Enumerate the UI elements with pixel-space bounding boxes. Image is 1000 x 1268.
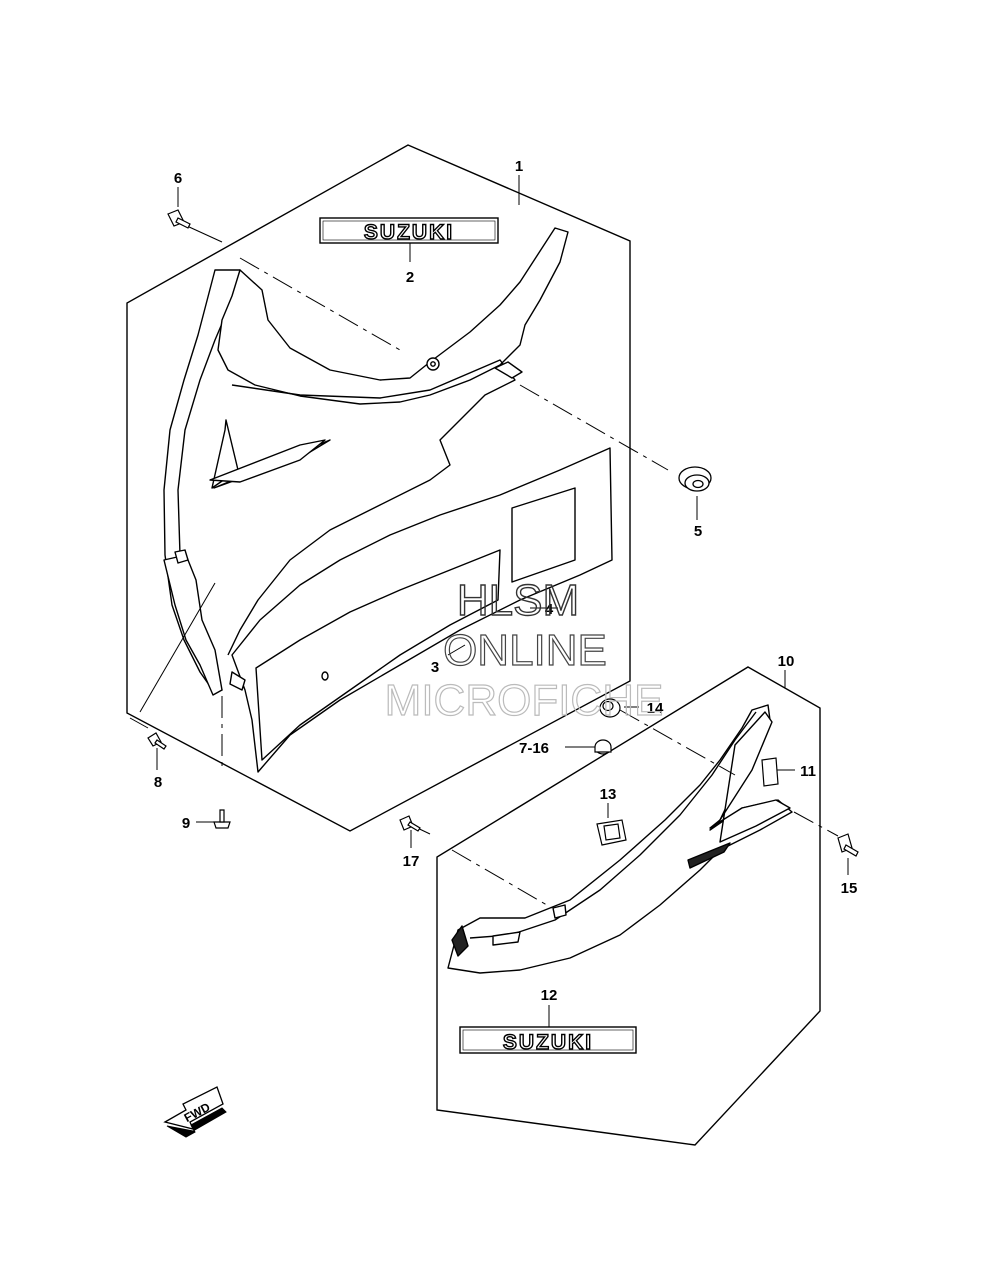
callout-11: 11: [800, 763, 816, 780]
emblem-lower-text: SUZUKI: [503, 1031, 593, 1054]
screw-icon-2: [399, 815, 421, 832]
callout-13: 13: [600, 786, 617, 803]
assembly-frame-lower: [436, 666, 821, 1146]
callout-5: 5: [694, 523, 702, 540]
emblem-lower: SUZUKI: [459, 1026, 637, 1055]
nut-icon: [599, 698, 621, 718]
emblem-upper: SUZUKI: [319, 217, 499, 245]
callout-14: 14: [647, 700, 664, 717]
bolt-icon: [167, 209, 191, 229]
lower-fairing: [447, 704, 793, 974]
watermark-line-1: HLSM: [457, 576, 579, 625]
emblem-upper-text: SUZUKI: [364, 221, 454, 244]
callout-3: 3: [431, 659, 439, 676]
callout-17: 17: [403, 853, 420, 870]
callout-12: 12: [541, 987, 558, 1004]
callout-10: 10: [778, 653, 795, 670]
callout-2: 2: [406, 269, 414, 286]
watermark: HLSM ONLINE MICROFICHE: [384, 575, 664, 725]
callout-7-16: 7-16: [519, 740, 549, 757]
rubber-cushion-icon: [594, 739, 612, 755]
callout-1: 1: [515, 158, 523, 175]
callout-6: 6: [174, 170, 182, 187]
screw-icon: [147, 732, 167, 750]
bolt-icon-2: [837, 833, 859, 857]
grommet-icon: [678, 466, 712, 492]
leader-lines-upper: [129, 175, 698, 823]
callout-9: 9: [182, 815, 190, 832]
clip-fastener-icon: [596, 819, 627, 846]
clip-icon: [213, 809, 231, 829]
cushion-pad-icon: [761, 757, 779, 787]
watermark-line-3: MICROFICHE: [385, 676, 664, 725]
forward-arrow-icon: FWD: [163, 1086, 227, 1138]
callout-15: 15: [841, 880, 858, 897]
watermark-line-2: ONLINE: [443, 626, 607, 675]
callout-4: 4: [545, 601, 554, 618]
callout-8: 8: [154, 774, 162, 791]
assembly-frame-upper: [126, 144, 631, 832]
upper-fairing: [163, 227, 613, 773]
